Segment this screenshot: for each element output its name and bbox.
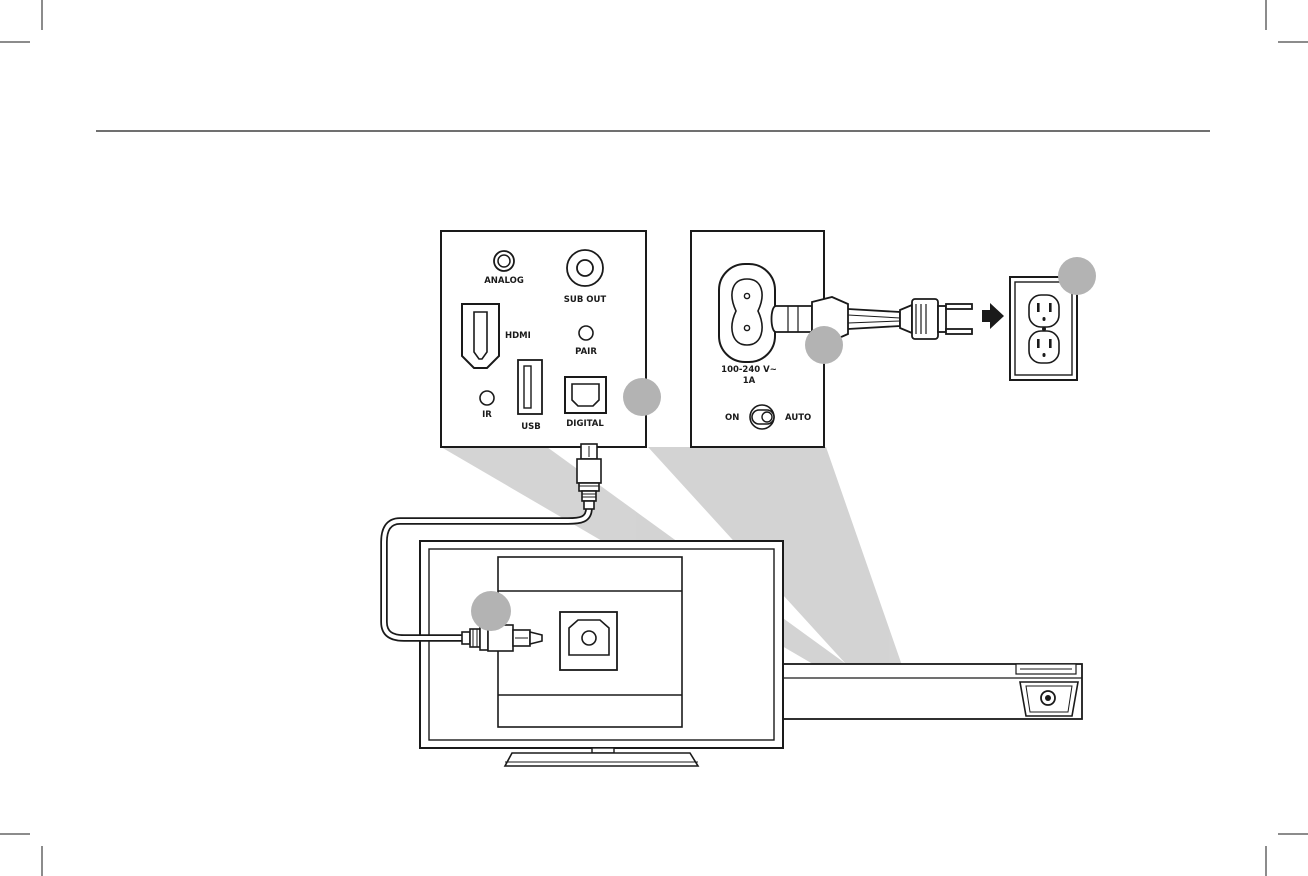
sub-out-label: SUB OUT: [564, 295, 607, 305]
switch-on-label: ON: [725, 413, 739, 423]
ir-label: IR: [482, 410, 492, 420]
input-panel: ANALOG SUB OUT HDMI PAIR IR USB DI: [441, 231, 646, 447]
pair-label: PAIR: [575, 347, 597, 357]
analog-jack: [494, 251, 514, 271]
arrow-right-icon: [982, 303, 1004, 329]
voltage-label: 100-240 V~: [721, 365, 777, 375]
pair-button: [579, 326, 593, 340]
callout-tv-optical: [471, 591, 511, 631]
callout-wall-outlet: [1058, 257, 1096, 295]
callout-power-cord: [805, 326, 843, 364]
power-mode-switch: [750, 405, 774, 429]
soundbar-icon: [770, 664, 1082, 719]
analog-label: ANALOG: [484, 276, 524, 286]
television-icon: [420, 541, 783, 766]
wall-outlet-icon: [1010, 277, 1077, 380]
sub-out-jack: [567, 250, 603, 286]
optical-port-icon: [560, 612, 617, 670]
digital-label: DIGITAL: [566, 419, 604, 429]
current-label: 1A: [743, 376, 756, 386]
ir-sensor: [480, 391, 494, 405]
callout-digital: [623, 378, 661, 416]
power-panel: 100-240 V~ 1A ON AUTO: [691, 231, 824, 447]
hdmi-label: HDMI: [505, 331, 531, 341]
usb-label: USB: [521, 422, 541, 432]
switch-auto-label: AUTO: [785, 413, 811, 423]
power-plug-icon: [900, 299, 972, 339]
